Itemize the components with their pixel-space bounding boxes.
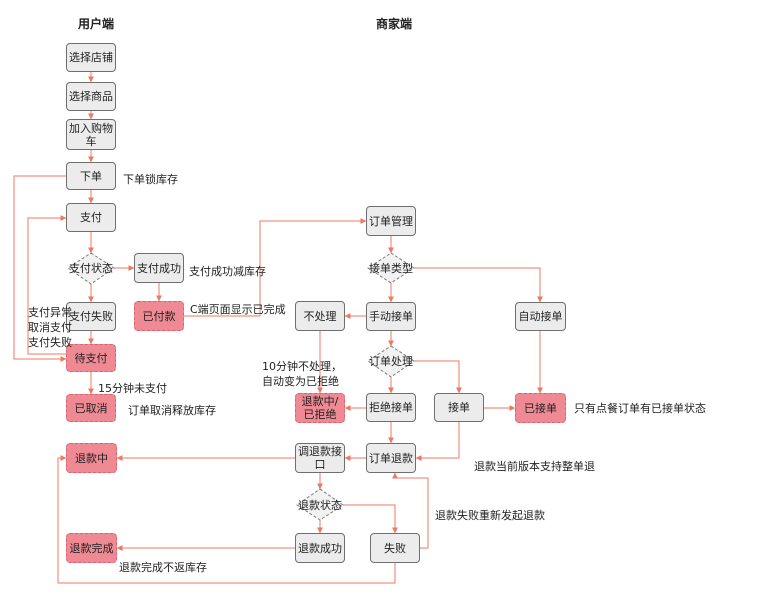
node-manual-accept[interactable]: 手动接单 <box>366 302 416 331</box>
node-refund-success[interactable]: 退款成功 <box>295 533 345 563</box>
diamond-order-process-shape <box>367 345 415 378</box>
edge-paid-to-ordermgmt <box>184 218 367 317</box>
node-pay-fail[interactable]: 支付失败 <box>66 302 116 331</box>
node-no-handle[interactable]: 不处理 <box>295 301 345 331</box>
label-auto-reject-10min: 10分钟不处理， 自动变为已拒绝 <box>262 360 342 388</box>
label-c-display-done: C端页面显示已完成 <box>190 303 286 316</box>
node-add-cart[interactable]: 加入购物车 <box>66 119 116 150</box>
header-user: 用户端 <box>78 17 115 31</box>
node-auto-accept[interactable]: 自动接单 <box>515 302 566 331</box>
label-lock-stock: 下单锁库存 <box>123 173 178 186</box>
node-pending-pay[interactable]: 待支付 <box>66 344 116 372</box>
node-pay[interactable]: 支付 <box>66 203 116 232</box>
diamond-refund-status-shape <box>296 488 344 521</box>
node-paid[interactable]: 已付款 <box>134 301 184 331</box>
edge-orderprocess-to-accept <box>414 360 462 394</box>
diamond-pay-status[interactable]: 支付状态 <box>69 262 113 275</box>
label-refund-fail-retry: 退款失败重新发起退款 <box>435 509 545 522</box>
label-cancel-release-stock: 订单取消释放库存 <box>128 404 216 417</box>
diamond-accept-type-shape <box>367 252 415 284</box>
header-merchant: 商家端 <box>376 17 413 31</box>
node-refund-fail[interactable]: 失败 <box>370 533 420 563</box>
diamond-pay-status-shape <box>67 252 115 285</box>
edge-accepttype-to-auto <box>414 267 543 303</box>
node-refund-done[interactable]: 退款完成 <box>66 533 117 563</box>
edge-fail-to-orderrefund <box>392 472 429 549</box>
edge-accept-to-orderrefund <box>415 422 460 461</box>
diamond-refund-status[interactable]: 退款状态 <box>298 499 342 512</box>
node-select-goods[interactable]: 选择商品 <box>66 82 116 111</box>
node-cancelled[interactable]: 已取消 <box>66 394 116 422</box>
node-accept[interactable]: 接单 <box>434 393 484 422</box>
node-order-refund[interactable]: 订单退款 <box>366 443 416 473</box>
diamond-order-process[interactable]: 订单处理 <box>369 355 413 368</box>
edge-order-to-pending-loop <box>13 175 67 362</box>
node-select-store[interactable]: 选择店铺 <box>66 43 116 72</box>
label-pay-exception: 支付异常 取消支付 支付失败 <box>28 306 72 349</box>
node-accepted[interactable]: 已接单 <box>515 393 566 423</box>
node-refunding-rejected[interactable]: 退款中/已拒绝 <box>295 393 345 423</box>
label-refund-whole-only: 退款当前版本支持整单退 <box>474 460 595 473</box>
diamond-accept-type[interactable]: 接单类型 <box>369 262 413 275</box>
node-reject-order[interactable]: 拒绝接单 <box>366 393 416 422</box>
label-pay-reduce-stock: 支付成功减库存 <box>189 265 266 278</box>
label-refund-no-restock: 退款完成不返库存 <box>119 561 207 574</box>
edge-fail-to-refundinguser-loop <box>57 455 396 584</box>
label-only-dine-in-accept: 只有点餐订单有已接单状态 <box>574 402 706 415</box>
node-order-mgmt[interactable]: 订单管理 <box>366 206 416 236</box>
node-refunding-user[interactable]: 退款中 <box>66 443 117 473</box>
node-pay-success[interactable]: 支付成功 <box>134 253 184 283</box>
edge-refundstatus-to-fail <box>343 504 398 534</box>
edge-pending-to-pay-loop <box>27 215 67 355</box>
node-call-refund-api[interactable]: 调退款接口 <box>295 443 345 473</box>
label-unpaid-15min: 15分钟未支付 <box>98 382 167 395</box>
node-place-order[interactable]: 下单 <box>66 162 116 190</box>
